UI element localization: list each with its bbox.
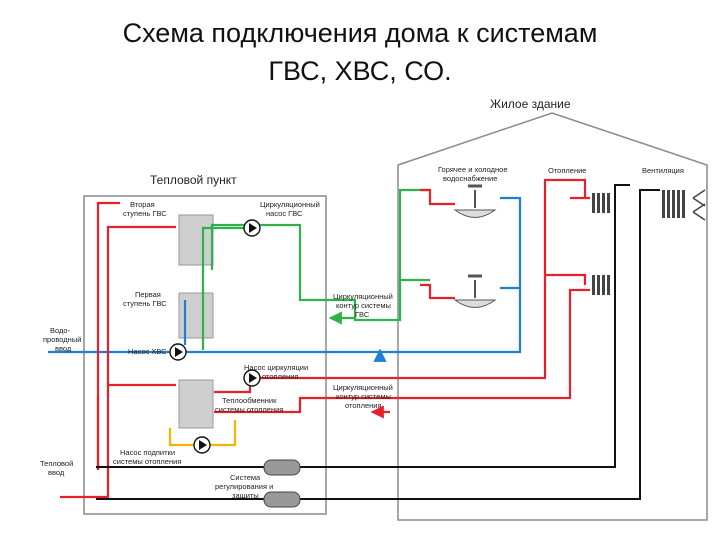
- circ-circuit-label-2: контур системы: [336, 301, 391, 310]
- heat-exchanger-label: Теплообменник: [222, 396, 277, 405]
- circ-pump-label: Циркуляционный: [260, 200, 320, 209]
- svg-text:Водо- проводный ввод: Водо- проводный ввод: [43, 326, 84, 353]
- heating-label: Отопление: [548, 166, 586, 175]
- heat-circ-pump-label-2: отопления: [262, 372, 299, 381]
- title-line-1: Схема подключения дома к системам: [122, 18, 598, 48]
- heating-red-circuit: [60, 178, 590, 499]
- ventilation-label: Вентиляция: [642, 166, 684, 175]
- cold-pump-label: Насос ХВС: [128, 347, 167, 356]
- circ-pump-label-2: насос ГВС: [266, 209, 303, 218]
- makeup-pump-label-2: системы отопления: [113, 457, 181, 466]
- control-black-lines: [96, 184, 660, 500]
- second-stage-label: Вторая: [130, 200, 155, 209]
- svg-text:Первая ступень ГВС: Первая ступень ГВС: [123, 290, 167, 308]
- heat-circ-pump-label: Насос циркуляции: [244, 363, 308, 372]
- svg-text:Тепловой ввод: Тепловой ввод: [40, 459, 75, 477]
- water-supply-label-2: проводный: [43, 335, 81, 344]
- heat-point-label: Тепловой пункт: [150, 173, 237, 187]
- svg-text:Циркуляционный контур сист: Циркуляционный контур системы ГВС: [333, 292, 395, 319]
- heating-circ-pump: [243, 369, 261, 387]
- first-stage-label-2: ступень ГВС: [123, 299, 167, 308]
- water-supply-label-3: ввод: [55, 344, 72, 353]
- svg-text:Насос подпитки системы ото: Насос подпитки системы отопления: [113, 448, 181, 466]
- svg-text:Вторая ступень ГВС: Вторая ступень ГВС: [123, 200, 167, 218]
- water-supply-label: Водо-: [50, 326, 71, 335]
- fan-icon: [692, 189, 706, 221]
- heating-exchanger: [178, 379, 214, 429]
- ventilation-heater: [662, 190, 685, 218]
- heat-point-box: [83, 195, 327, 515]
- control-label-2: регулирования и: [215, 482, 273, 491]
- makeup-pump: [193, 436, 211, 454]
- heat-circ-circuit-label: Циркуляционный: [333, 383, 393, 392]
- control-unit-lower: [263, 491, 301, 508]
- heat-circ-circuit-label-3: отопления: [345, 401, 382, 410]
- radiator-upper: [592, 193, 610, 213]
- cold-water-blue-circuit: [48, 196, 522, 362]
- dhw-green-circuit: [201, 188, 430, 350]
- second-stage-exchanger: [178, 214, 214, 266]
- second-stage-label-2: ступень ГВС: [123, 209, 167, 218]
- sink-lower: [453, 274, 497, 308]
- water-supply-house-label-2: водоснабжение: [443, 174, 497, 183]
- radiator-lower: [592, 275, 610, 295]
- building-outline: [397, 112, 708, 521]
- page-title: Схема подключения дома к системам ГВС, Х…: [0, 14, 720, 90]
- circ-circuit-label-3: ГВС: [355, 310, 370, 319]
- control-unit-upper: [263, 459, 301, 476]
- first-stage-label: Первая: [135, 290, 161, 299]
- dhw-circ-pump: [243, 219, 261, 237]
- thermal-input-label-2: ввод: [48, 468, 65, 477]
- makeup-pump-label: Насос подпитки: [120, 448, 175, 457]
- cold-water-pump: [169, 343, 187, 361]
- makeup-yellow-loop: [168, 420, 237, 447]
- svg-text:Циркуляционный контур сист: Циркуляционный контур системы отопления: [333, 383, 395, 410]
- building-label: Жилое здание: [490, 97, 571, 111]
- heat-circ-circuit-label-2: контур системы: [336, 392, 391, 401]
- control-label: Система: [230, 473, 261, 482]
- sink-upper: [453, 184, 497, 218]
- svg-text:Горячее и холодное водосна: Горячее и холодное водоснабжение: [438, 165, 510, 183]
- svg-text:Циркуляционный насос ГВС: Циркуляционный насос ГВС: [260, 200, 322, 218]
- heat-exchanger-label-2: системы отопления: [215, 405, 283, 414]
- thermal-input-label: Тепловой: [40, 459, 73, 468]
- title-line-2: ГВС, ХВС, СО.: [268, 56, 452, 86]
- water-supply-house-label: Горячее и холодное: [438, 165, 508, 174]
- svg-text:Насос циркуляции отопления: Насос циркуляции отопления: [244, 363, 310, 381]
- control-label-3: защиты: [232, 491, 259, 500]
- svg-text:Система регулирования и: Система регулирования и защиты: [215, 473, 275, 500]
- circ-circuit-label: Циркуляционный: [333, 292, 393, 301]
- svg-text:Теплообменник системы отоп: Теплообменник системы отопления: [215, 396, 283, 414]
